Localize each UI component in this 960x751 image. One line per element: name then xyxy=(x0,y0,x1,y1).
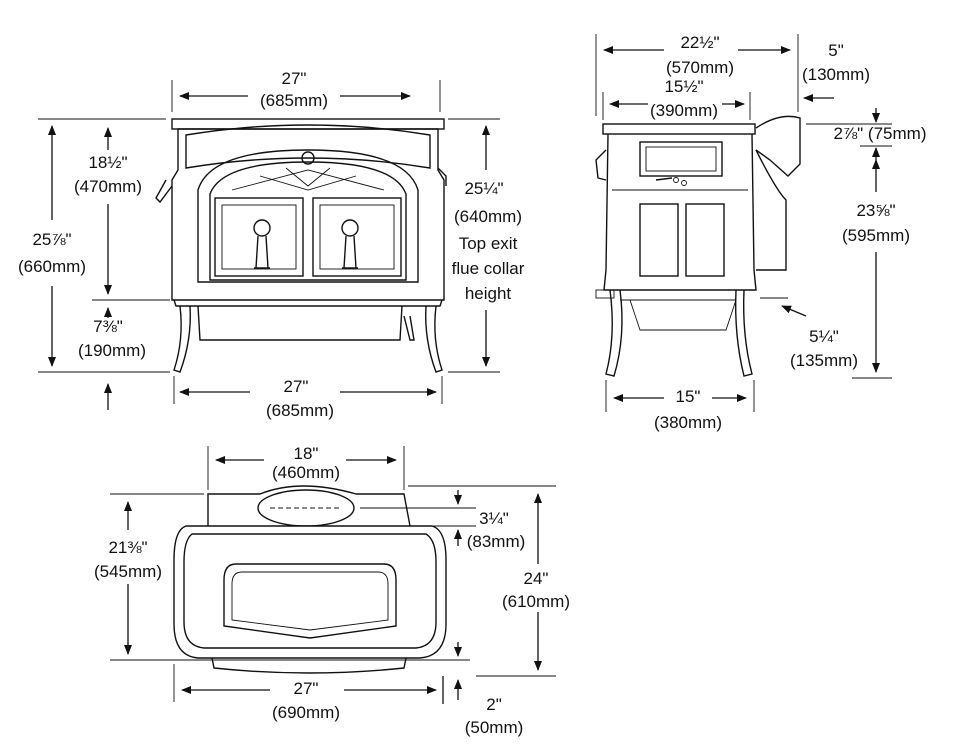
side-rear-leg-mm: (135mm) xyxy=(790,351,858,370)
side-top-to-flue: 2⅞" (75mm) xyxy=(834,124,927,143)
front-top-width-in: 27" xyxy=(282,69,307,88)
front-bottom-width-in: 27" xyxy=(284,377,309,396)
side-flue-center-mm: (595mm) xyxy=(842,226,910,245)
front-flue-height-in: 25¼" xyxy=(464,179,503,198)
side-stove-drawing xyxy=(595,115,801,377)
flue-note-line-3: height xyxy=(465,284,512,303)
side-leg-span-mm: (380mm) xyxy=(654,413,722,432)
front-overall-height-in: 25⅞" xyxy=(32,230,71,249)
front-flue-height-mm: (640mm) xyxy=(454,207,522,226)
flue-note-line-2: flue collar xyxy=(452,259,525,278)
front-body-height-mm: (470mm) xyxy=(74,177,142,196)
side-overall-depth-mm: (570mm) xyxy=(666,58,734,77)
top-rear-width-mm: (460mm) xyxy=(272,463,340,482)
side-body-depth-in: 15½" xyxy=(664,77,703,96)
side-body-depth-mm: (390mm) xyxy=(650,101,718,120)
top-front-width-mm: (690mm) xyxy=(272,703,340,722)
top-rear-width-in: 18" xyxy=(294,444,319,463)
side-flue-offset-in: 5" xyxy=(828,41,844,60)
top-collar-offset-mm: (83mm) xyxy=(467,532,526,551)
side-rear-leg-in: 5¼" xyxy=(809,327,839,346)
top-collar-offset-in: 3¼" xyxy=(479,509,509,528)
top-body-depth-in: 21⅜" xyxy=(108,538,147,557)
front-leg-height-in: 7⅜" xyxy=(93,317,123,336)
top-hearth-offset-mm: (50mm) xyxy=(465,718,524,737)
side-flue-center-in: 23⅝" xyxy=(856,201,895,220)
side-overall-depth-in: 22½" xyxy=(680,33,719,52)
front-overall-height-mm: (660mm) xyxy=(18,257,86,276)
top-overall-depth-mm: (610mm) xyxy=(502,592,570,611)
front-view: 27" (685mm) 25⅞" (660mm) 18½" (470mm) 7⅜… xyxy=(18,69,525,420)
front-bottom-width-mm: (685mm) xyxy=(266,401,334,420)
front-top-width-mm: (685mm) xyxy=(260,91,328,110)
front-leg-height-mm: (190mm) xyxy=(78,341,146,360)
front-stove-drawing xyxy=(155,118,447,373)
top-body-depth-mm: (545mm) xyxy=(94,562,162,581)
top-stove-drawing xyxy=(173,485,447,674)
top-view: 18" (460mm) 21⅜" (545mm) 3¼" (83mm) 24" … xyxy=(94,444,570,737)
side-flue-offset-mm: (130mm) xyxy=(802,65,870,84)
top-hearth-offset-in: 2" xyxy=(486,695,502,714)
side-view: 22½" (570mm) 15½" (390mm) 5" (130mm) 2⅞"… xyxy=(595,33,927,432)
side-leg-span-in: 15" xyxy=(676,387,701,406)
top-overall-depth-in: 24" xyxy=(524,569,549,588)
front-body-height-in: 18½" xyxy=(88,153,127,172)
flue-note-line-1: Top exit xyxy=(459,234,518,253)
top-front-width-in: 27" xyxy=(294,679,319,698)
